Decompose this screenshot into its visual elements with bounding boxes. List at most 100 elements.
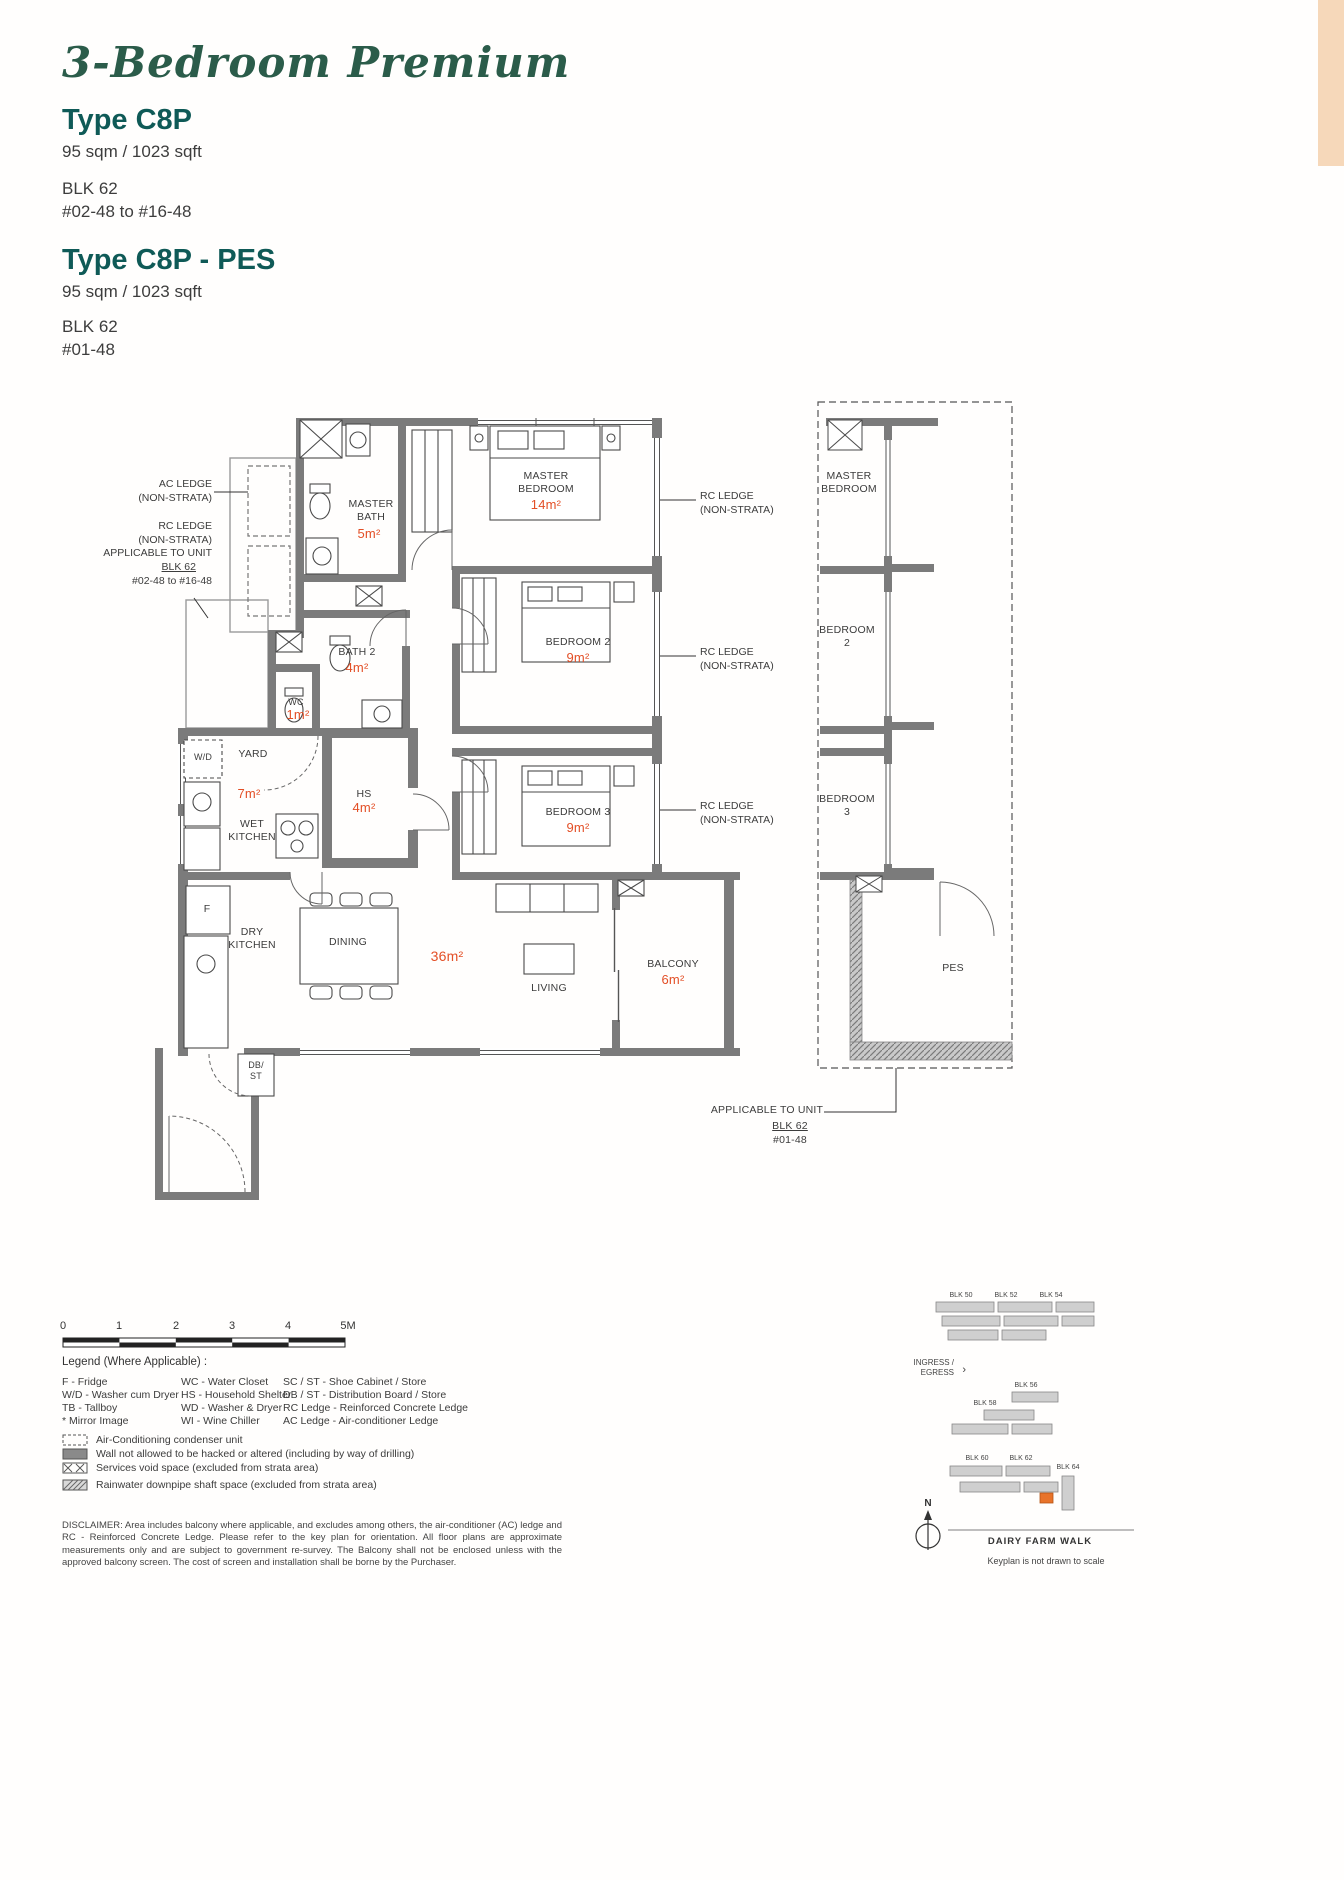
scalebar-label-3: 3 bbox=[228, 1320, 236, 1332]
label-hs: HS bbox=[356, 788, 372, 800]
leader-lines bbox=[193, 491, 897, 1113]
annotation-rc-ledge-left: RC LEDGE (NON-STRATA) APPLICABLE TO UNIT bbox=[103, 520, 212, 560]
legend-item: WD - Washer & Dryer bbox=[181, 1402, 283, 1414]
legend-col3: SC / ST - Shoe Cabinet / Store DB / ST -… bbox=[283, 1376, 468, 1428]
doors bbox=[168, 529, 489, 1193]
keyplan-ingress-label: INGRESS / EGRESS bbox=[913, 1358, 954, 1378]
scalebar-label-0: 0 bbox=[59, 1320, 67, 1332]
no-hack-wall-icon bbox=[62, 1448, 88, 1460]
rainwater-shaft-icon bbox=[62, 1479, 88, 1491]
disclaimer-text: DISCLAIMER: Area includes balcony where … bbox=[62, 1520, 562, 1569]
scalebar-label-2: 2 bbox=[172, 1320, 180, 1332]
legend-item: AC Ledge - Air-conditioner Ledge bbox=[283, 1415, 439, 1427]
pes-label-pes: PES bbox=[942, 962, 964, 974]
label-balcony: BALCONY bbox=[647, 958, 699, 970]
label-master-bath-area: 5m² bbox=[357, 526, 381, 541]
legend-symbol-label: Rainwater downpipe shaft space (excluded… bbox=[96, 1479, 377, 1491]
label-master-bedroom: MASTER BEDROOM bbox=[518, 470, 574, 496]
legend-item: F - Fridge bbox=[62, 1376, 108, 1388]
legend-symbol-label: Services void space (excluded from strat… bbox=[96, 1462, 319, 1474]
label-fridge: F bbox=[203, 903, 211, 915]
legend-col1: F - Fridge W/D - Washer cum Dryer TB - T… bbox=[62, 1376, 179, 1428]
annotation-rc-ledge-1: RC LEDGE (NON-STRATA) bbox=[700, 490, 774, 516]
legend-item: * Mirror Image bbox=[62, 1415, 129, 1427]
label-bath2-area: 4m² bbox=[345, 660, 369, 675]
label-yard: YARD bbox=[238, 748, 268, 760]
legend-item: W/D - Washer cum Dryer bbox=[62, 1389, 179, 1401]
legend-title: Legend (Where Applicable) : bbox=[62, 1356, 208, 1368]
legend-item: HS - Household Shelter bbox=[181, 1389, 292, 1401]
legend-col2: WC - Water Closet HS - Household Shelter… bbox=[181, 1376, 291, 1428]
windows bbox=[178, 418, 662, 1056]
legend-symbol-row: Wall not allowed to be hacked or altered… bbox=[62, 1448, 414, 1460]
type1-size: 95 sqm / 1023 sqft bbox=[62, 142, 202, 161]
label-dining: DINING bbox=[329, 936, 367, 948]
pes-variant-plan bbox=[817, 401, 1013, 1069]
pes-applicable-units: #01-48 bbox=[773, 1134, 807, 1146]
label-bedroom3: BEDROOM 3 bbox=[545, 806, 611, 818]
label-living-dining-area: 36m² bbox=[430, 948, 464, 964]
type1-name: Type C8P bbox=[62, 104, 193, 136]
type1-blk: BLK 62 bbox=[62, 179, 118, 198]
label-wet-kitchen: WET KITCHEN bbox=[228, 818, 276, 844]
ingress-arrow-icon: › bbox=[962, 1364, 966, 1376]
legend-symbol-label: Air-Conditioning condenser unit bbox=[96, 1434, 243, 1446]
label-yard-area: 7m² bbox=[237, 786, 261, 801]
annotation-rc-ledge-left-blk: BLK 62 bbox=[161, 561, 196, 573]
label-living: LIVING bbox=[531, 982, 567, 994]
keyplan-blk-58: BLK 58 bbox=[973, 1400, 997, 1407]
scalebar-label-1: 1 bbox=[115, 1320, 123, 1332]
legend-item: WI - Wine Chiller bbox=[181, 1415, 260, 1427]
accent-stripe bbox=[1318, 0, 1344, 166]
legend-item: DB / ST - Distribution Board / Store bbox=[283, 1389, 447, 1401]
legend-item: SC / ST - Shoe Cabinet / Store bbox=[283, 1376, 427, 1388]
keyplan-blk-56: BLK 56 bbox=[1014, 1382, 1038, 1389]
pes-label-bedroom2: BEDROOM 2 bbox=[819, 624, 875, 650]
label-bedroom2: BEDROOM 2 bbox=[545, 636, 611, 648]
label-hs-area: 4m² bbox=[352, 800, 376, 815]
type2-size: 95 sqm / 1023 sqft bbox=[62, 282, 202, 301]
legend-symbol-label: Wall not allowed to be hacked or altered… bbox=[96, 1448, 415, 1460]
label-wd: W/D bbox=[193, 752, 213, 762]
pes-applicable-blk: BLK 62 bbox=[772, 1120, 808, 1132]
label-wc-area: 1m² bbox=[286, 707, 310, 722]
label-bath2: BATH 2 bbox=[338, 646, 376, 658]
legend-item: WC - Water Closet bbox=[181, 1376, 269, 1388]
type2-name: Type C8P - PES bbox=[62, 244, 276, 276]
label-bedroom2-area: 9m² bbox=[566, 650, 590, 665]
ac-condenser-icon bbox=[62, 1434, 88, 1446]
keyplan-road-label: DAIRY FARM WALK bbox=[987, 1536, 1093, 1547]
type1-units: #02-48 to #16-48 bbox=[62, 202, 192, 221]
keyplan-blk-54: BLK 54 bbox=[1039, 1292, 1063, 1299]
label-wc: WC bbox=[288, 697, 304, 707]
legend-symbol-row: Services void space (excluded from strat… bbox=[62, 1462, 318, 1474]
legend-item: TB - Tallboy bbox=[62, 1402, 118, 1414]
ac-ledge-dashed-boxes bbox=[247, 465, 291, 617]
pes-label-master-bedroom: MASTER BEDROOM bbox=[821, 470, 877, 496]
label-bedroom3-area: 9m² bbox=[566, 820, 590, 835]
label-master-bath: MASTER BATH bbox=[348, 498, 394, 524]
pes-applicable: APPLICABLE TO UNIT bbox=[710, 1104, 824, 1116]
keyplan-blk-60: BLK 60 bbox=[965, 1455, 989, 1462]
services-void-icon bbox=[62, 1462, 88, 1474]
keyplan-blk-50: BLK 50 bbox=[949, 1292, 973, 1299]
pes-label-bedroom3: BEDROOM 3 bbox=[819, 793, 875, 819]
scalebar-label-5: 5M bbox=[340, 1320, 356, 1332]
type2-blk: BLK 62 bbox=[62, 317, 118, 336]
label-dry-kitchen: DRY KITCHEN bbox=[228, 926, 276, 952]
label-balcony-area: 6m² bbox=[661, 972, 685, 987]
furniture bbox=[183, 419, 645, 1097]
annotation-rc-ledge-2: RC LEDGE (NON-STRATA) bbox=[700, 646, 774, 672]
legend-item: RC Ledge - Reinforced Concrete Ledge bbox=[283, 1402, 469, 1414]
keyplan-note: Keyplan is not drawn to scale bbox=[987, 1556, 1105, 1566]
annotation-rc-ledge-3: RC LEDGE (NON-STRATA) bbox=[700, 800, 774, 826]
type2-units: #01-48 bbox=[62, 340, 115, 359]
legend-symbol-row: Rainwater downpipe shaft space (excluded… bbox=[62, 1479, 377, 1491]
scale-bar bbox=[62, 1337, 346, 1348]
page-title: 3-Bedroom Premium bbox=[62, 38, 571, 87]
label-master-bedroom-area: 14m² bbox=[530, 497, 562, 512]
annotation-rc-ledge-left-units: #02-48 to #16-48 bbox=[132, 575, 212, 587]
keyplan-blk-62: BLK 62 bbox=[1009, 1455, 1033, 1462]
